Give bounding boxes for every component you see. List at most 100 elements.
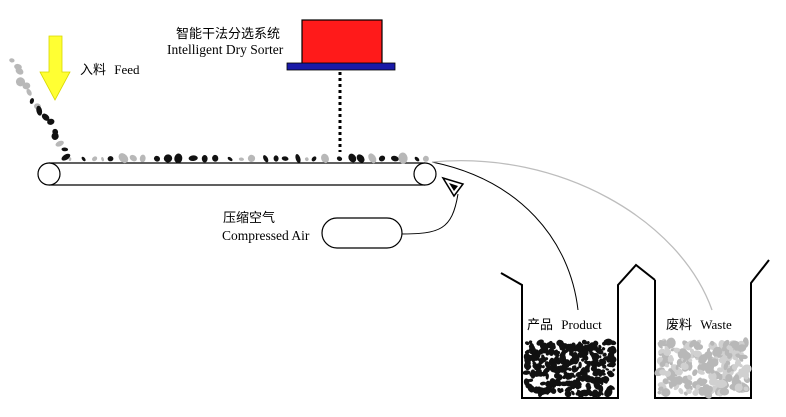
product-particle	[593, 340, 599, 346]
product-particle	[529, 354, 538, 361]
product-particle	[600, 369, 606, 374]
feed-label-cn: 入料	[80, 63, 107, 78]
waste-particle	[663, 348, 672, 356]
feed-particle	[15, 77, 26, 87]
feed-label: 入料 Feed	[80, 63, 140, 77]
product-particle	[536, 339, 544, 346]
product-particle	[587, 343, 593, 352]
air-label-en: Compressed Air	[222, 228, 310, 243]
waste-particle	[684, 382, 691, 390]
product-particle	[571, 392, 575, 396]
waste-particle	[680, 362, 689, 370]
waste-particle	[721, 345, 728, 352]
product-particle	[608, 348, 616, 355]
belt-particle	[174, 153, 183, 164]
product-particle	[608, 372, 615, 378]
waste-pile	[654, 337, 752, 399]
product-particle	[604, 338, 613, 346]
product-particle	[568, 380, 577, 388]
product-particle	[580, 376, 587, 382]
product-trajectory	[431, 161, 579, 311]
waste-particle	[718, 357, 727, 364]
belt-particle	[163, 154, 173, 163]
product-particle	[544, 361, 551, 368]
product-label: 产品 Product	[527, 318, 602, 332]
conveyor-belt	[37, 162, 437, 186]
product-particle	[529, 372, 535, 378]
product-particle	[541, 387, 547, 391]
belt-particle	[414, 156, 420, 162]
waste-particle	[709, 358, 719, 367]
product-particle	[586, 341, 590, 345]
waste-trajectory	[431, 160, 713, 311]
belt-particle	[281, 156, 289, 161]
product-particle	[599, 355, 602, 359]
product-particle	[594, 347, 604, 355]
belt-particle	[227, 156, 233, 162]
belt-particle	[273, 155, 279, 162]
waste-particle	[667, 355, 673, 360]
product-particle	[548, 347, 555, 357]
waste-particle	[697, 363, 707, 372]
product-particle	[605, 368, 610, 371]
waste-particle	[719, 387, 730, 396]
product-particle	[552, 367, 557, 371]
feed-particle	[36, 105, 43, 116]
belt-particle	[390, 155, 399, 162]
waste-label-en: Waste	[700, 317, 732, 332]
feed-particle	[47, 118, 55, 125]
belt-particle	[118, 153, 129, 164]
product-particle	[590, 352, 596, 359]
product-particle	[536, 368, 542, 374]
waste-particle	[713, 346, 723, 357]
product-particle	[561, 363, 568, 372]
product-particle	[522, 370, 531, 375]
sorter-plate	[286, 62, 396, 71]
belt-particle	[92, 156, 98, 162]
sorter-box	[301, 19, 383, 65]
product-particle	[545, 357, 549, 361]
waste-particle	[697, 369, 705, 375]
feed-particle	[61, 153, 71, 161]
waste-particle	[692, 369, 698, 376]
belt-particle	[336, 156, 343, 161]
product-particle	[584, 365, 590, 371]
product-particle	[550, 387, 557, 394]
product-particle	[551, 381, 557, 388]
belt-particle	[81, 156, 86, 162]
waste-particle	[678, 388, 684, 395]
product-particle	[567, 344, 576, 352]
feed-particle	[9, 58, 15, 63]
air-label-cn: 压缩空气	[223, 211, 276, 226]
product-particle	[549, 343, 556, 350]
product-particle	[575, 366, 580, 371]
waste-particle	[689, 339, 697, 348]
waste-particle	[734, 383, 743, 392]
waste-particle	[698, 354, 708, 364]
product-label-cn: 产品	[527, 318, 554, 333]
product-particle	[602, 377, 609, 382]
product-particle	[582, 353, 587, 357]
waste-label: 废料 Waste	[666, 318, 732, 332]
waste-particle	[662, 357, 668, 364]
product-particle	[602, 364, 607, 369]
waste-particle	[695, 384, 701, 389]
product-particle	[565, 372, 575, 380]
sorter-label-cn: 智能干法分选系统	[176, 27, 281, 42]
product-particle	[602, 352, 607, 357]
product-particle	[528, 340, 533, 344]
product-particle	[564, 386, 573, 393]
waste-particle	[662, 378, 669, 385]
product-particle	[556, 374, 563, 381]
belt-particle	[238, 157, 244, 161]
product-particle	[556, 359, 562, 365]
waste-particle	[727, 353, 733, 359]
waste-particle	[661, 388, 671, 397]
belt-particle	[188, 155, 198, 162]
waste-particle	[666, 337, 676, 349]
feed-label-en: Feed	[114, 62, 140, 77]
waste-particle	[682, 351, 691, 360]
belt-particle	[263, 155, 269, 163]
waste-particle	[675, 364, 679, 370]
product-pile	[522, 338, 617, 399]
